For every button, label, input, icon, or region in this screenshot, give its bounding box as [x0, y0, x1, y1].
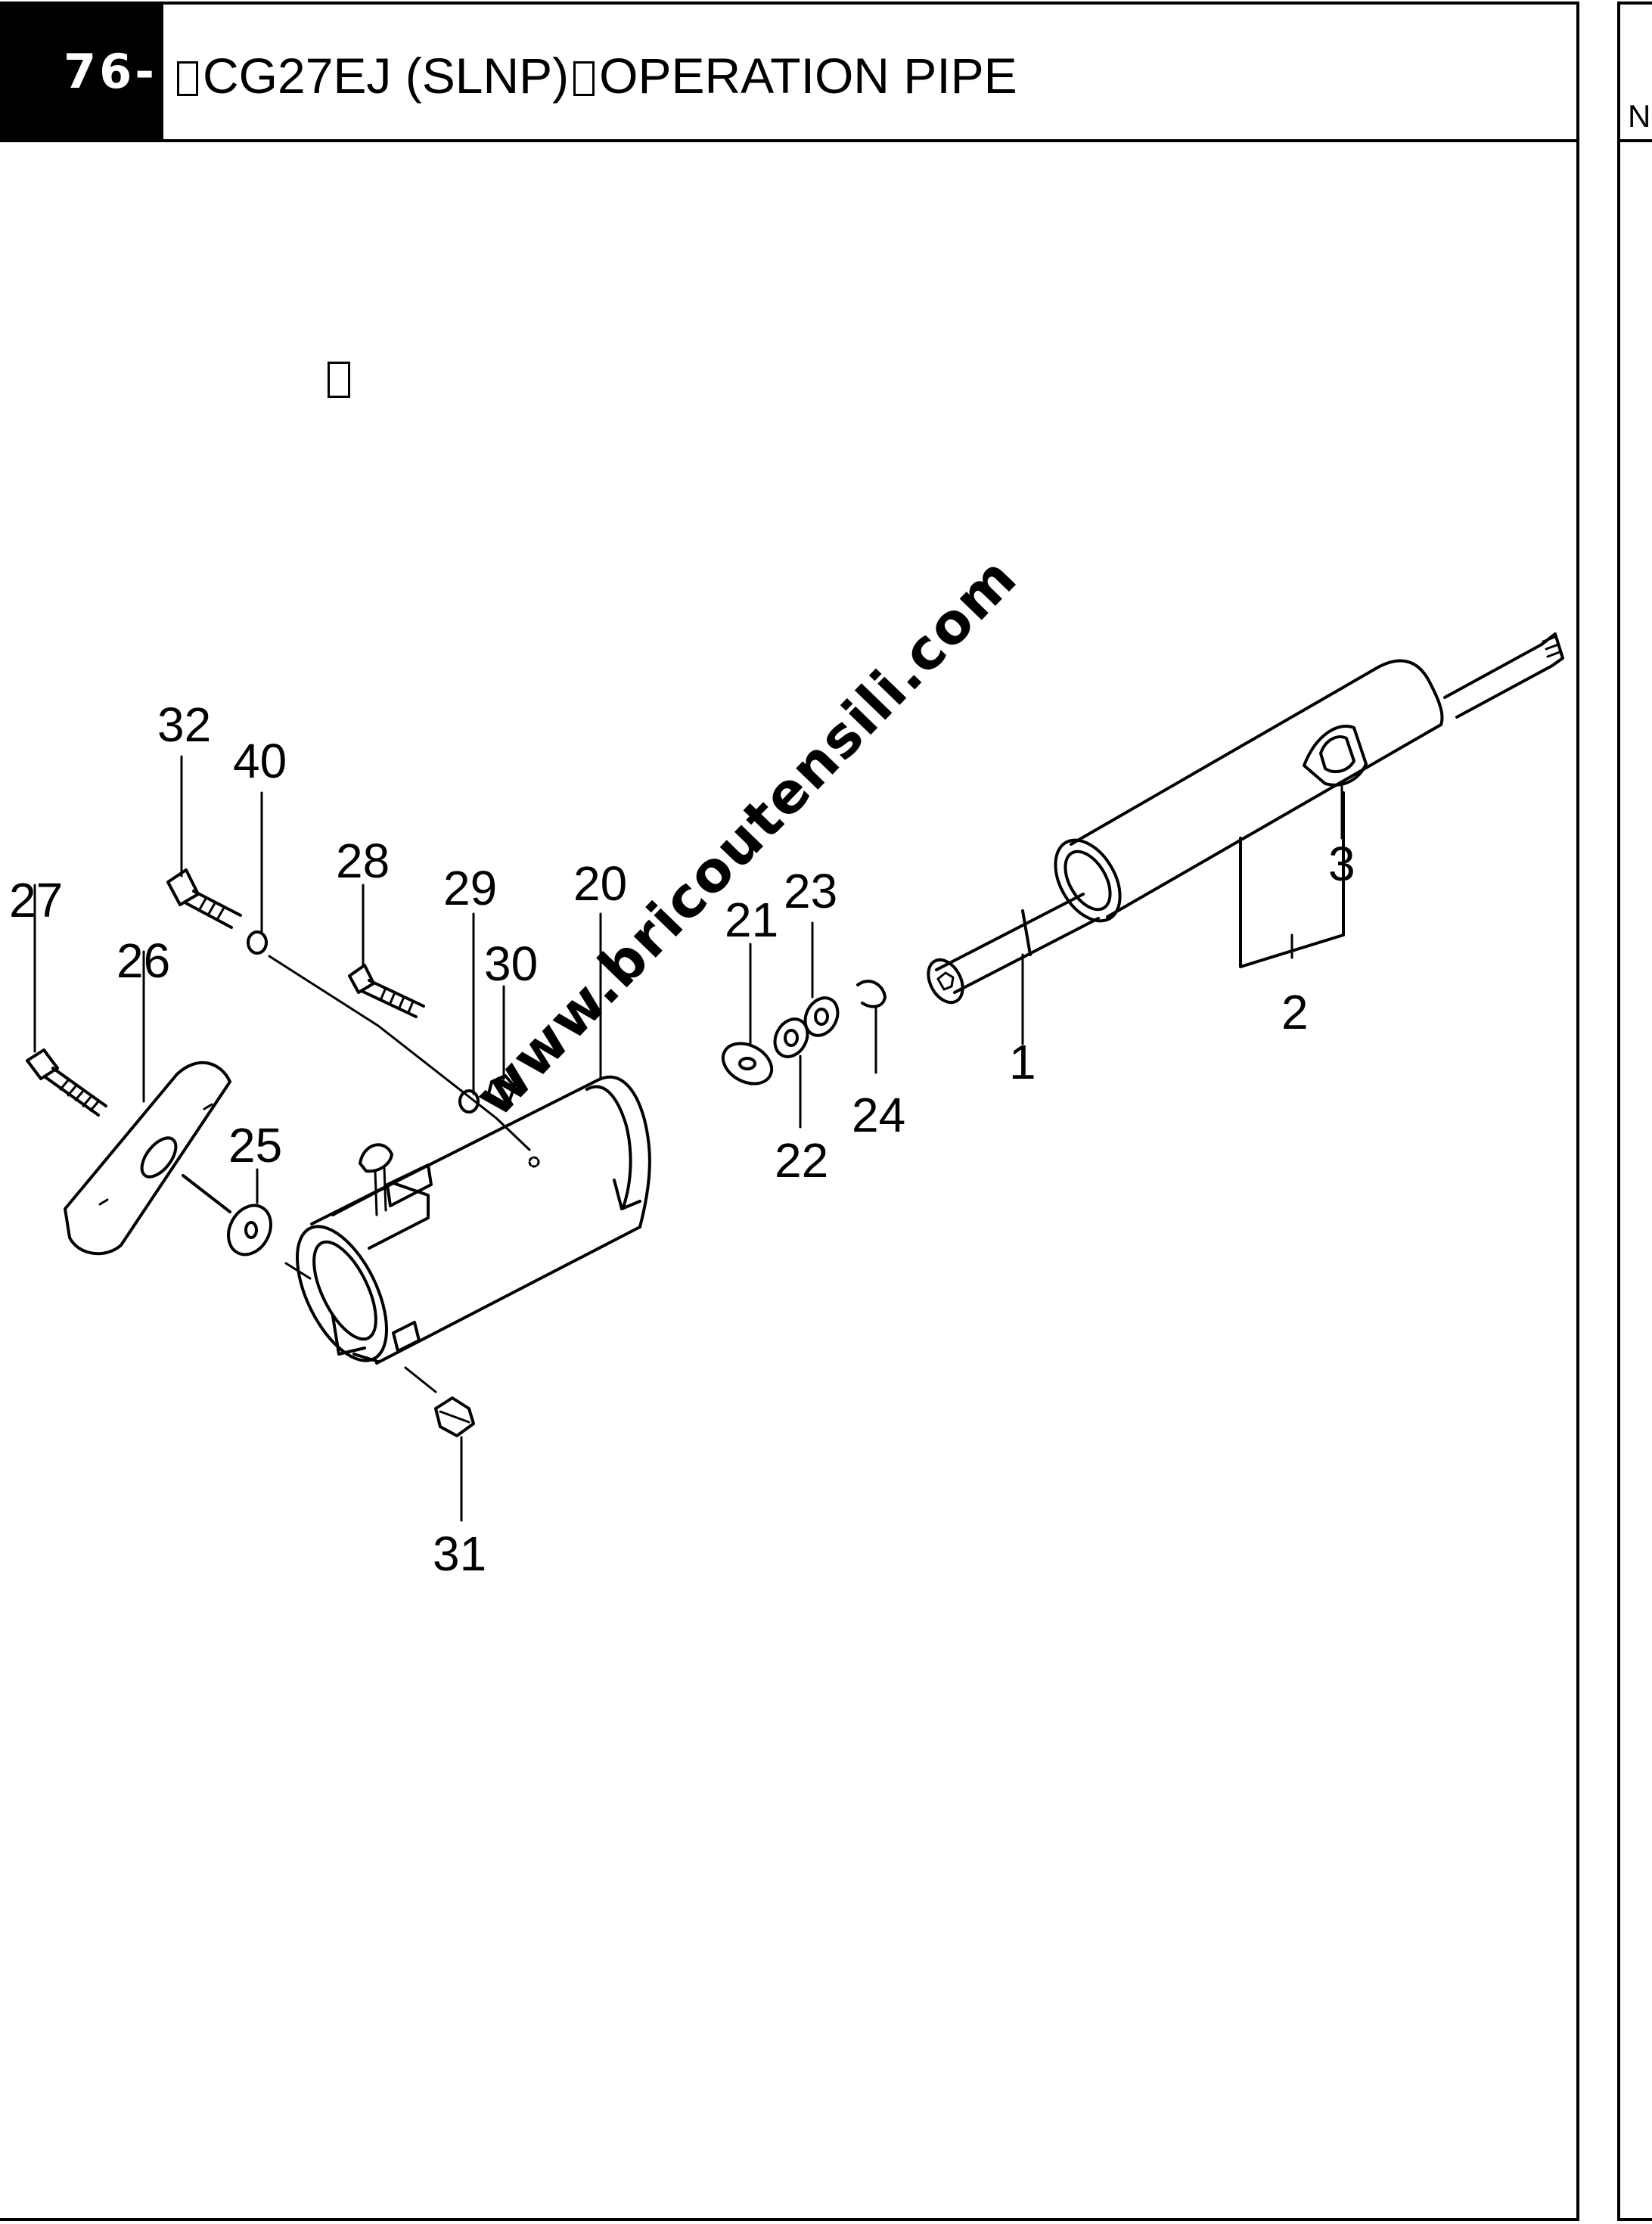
- clip-24-drawing: [856, 980, 887, 1008]
- nut-30-drawing: [487, 1074, 516, 1106]
- callout-3: 3: [1328, 837, 1355, 891]
- callout-20: 20: [573, 856, 627, 911]
- callout-1: 1: [1009, 1035, 1036, 1089]
- bolt-32-drawing: [166, 868, 242, 929]
- callout-22: 22: [775, 1133, 828, 1188]
- right-header-divider: [1620, 139, 1652, 142]
- callout-26: 26: [116, 933, 170, 988]
- operation-shaft-drawing: [927, 632, 1564, 1005]
- callout-29: 29: [443, 861, 497, 915]
- washer-29-drawing: [458, 1089, 480, 1114]
- washer-22-drawing: [773, 1017, 809, 1058]
- bolt-28-drawing: [348, 964, 425, 1018]
- callout-2: 2: [1281, 985, 1309, 1039]
- title-model: CG27EJ (SLNP): [203, 48, 570, 104]
- right-column-label: N: [1628, 98, 1651, 134]
- page-frame: 76-08 CG27EJ (SLNP) OPERATION PIPE: [0, 2, 1579, 2221]
- header-divider: [0, 139, 1576, 142]
- nut-31-drawing: [434, 1396, 475, 1437]
- leader-lines: [33, 755, 1343, 1522]
- section-code: 76-08: [0, 5, 163, 234]
- right-column-frame: N: [1617, 2, 1652, 2221]
- callout-21: 21: [725, 893, 778, 947]
- missing-glyph-icon: [328, 362, 350, 398]
- bracket-housing-drawing: [296, 1075, 651, 1365]
- operation-pipe-drawing: [1054, 659, 1444, 968]
- washer-23-drawing: [803, 996, 840, 1037]
- missing-glyph-icon: [177, 61, 198, 96]
- callout-23: 23: [784, 864, 837, 918]
- callout-30: 30: [484, 937, 538, 991]
- callout-40: 40: [233, 734, 287, 788]
- washer-25-drawing: [227, 1204, 272, 1256]
- washer-40-drawing: [247, 930, 268, 955]
- watermark: www.bricoutensili.com: [462, 545, 1029, 1129]
- missing-glyph-icon: [573, 61, 595, 96]
- title-name: OPERATION PIPE: [599, 48, 1017, 104]
- callout-27: 27: [9, 873, 63, 927]
- callout-28: 28: [336, 834, 390, 888]
- callout-31: 31: [433, 1527, 486, 1581]
- washer-21-drawing: [721, 1042, 774, 1086]
- callout-25: 25: [228, 1118, 282, 1173]
- callout-24: 24: [852, 1088, 905, 1142]
- lever-drawing: [64, 1061, 231, 1256]
- screw-27-drawing: [26, 1048, 107, 1117]
- page-title: CG27EJ (SLNP) OPERATION PIPE: [172, 45, 1017, 106]
- callout-32: 32: [157, 697, 211, 752]
